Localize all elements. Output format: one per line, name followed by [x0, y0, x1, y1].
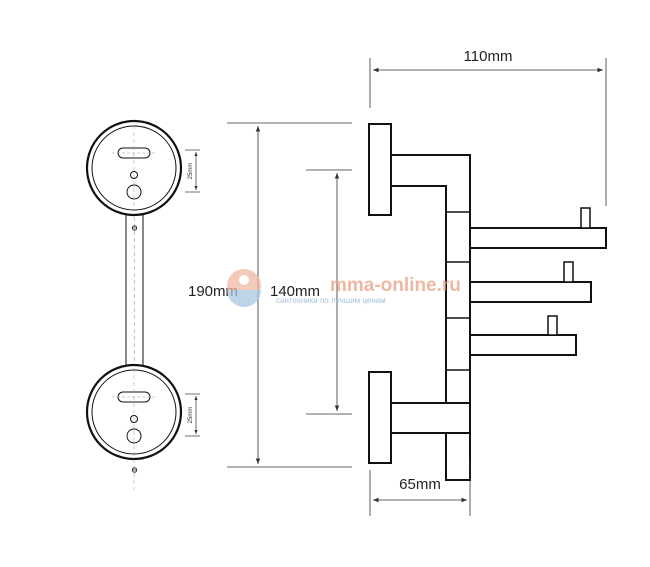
wall-plate-bottom: [368, 371, 392, 464]
front-view-bottom-mount: [85, 363, 183, 490]
swivel-arm-2: [469, 261, 592, 303]
wall-plate-top: [368, 123, 392, 216]
watermark-brand: mma-online.ru: [330, 275, 461, 296]
watermark-logo-icon: [227, 269, 261, 307]
front-view-top-mount: [85, 119, 183, 217]
width-dimension-label: 110mm: [464, 48, 513, 65]
swivel-arm-1: [469, 207, 607, 249]
height-dimension-label: 190mm: [188, 283, 238, 300]
watermark: mma-online.ru сантехника по лучшим ценам: [227, 269, 461, 307]
depth-dimension: [369, 458, 471, 516]
side-view: [368, 123, 607, 481]
swivel-arm-3: [469, 315, 577, 356]
width-dimension: [369, 58, 607, 206]
top-hole-dimension: [185, 149, 200, 193]
bottom-hole-dimension: [185, 393, 200, 437]
front-view: [85, 119, 200, 490]
watermark-tagline: сантехника по лучшим ценам: [276, 296, 386, 305]
mount-spacing-dimension-label: 140mm: [270, 283, 320, 300]
depth-dimension-label: 65mm: [399, 476, 441, 493]
top-hole-dimension-label: 25mm: [188, 163, 194, 180]
mount-spacing-dimension: [306, 169, 352, 415]
bottom-hole-dimension-label: 25mm: [188, 407, 194, 424]
